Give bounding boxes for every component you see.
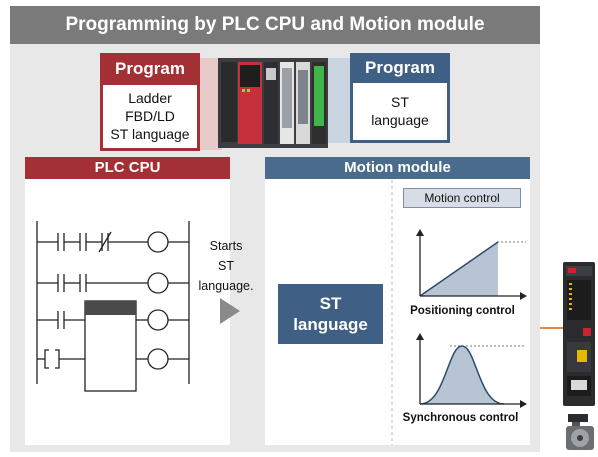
page-title: Programming by PLC CPU and Motion module (10, 6, 540, 44)
starts-line-1: Starts (209, 239, 243, 253)
right-callout-wedge (328, 58, 350, 143)
motion-language-line-2: language (371, 112, 429, 128)
st-box-line-2: language (293, 315, 368, 334)
motion-program-languages: ST language (350, 83, 450, 143)
servo-connector-line (540, 327, 566, 329)
synchronous-control-caption: Synchronous control (402, 412, 519, 424)
servo-amplifier-icon (563, 262, 595, 406)
plc-program-heading: Program (100, 53, 200, 85)
st-language-box: ST language (278, 284, 383, 344)
starts-line-3: language. (198, 279, 254, 293)
positioning-control-chart (416, 229, 527, 300)
ladder-diagram-icon (36, 221, 190, 392)
synchronous-control-chart (416, 333, 527, 408)
st-box-line-1: ST (319, 294, 342, 313)
motion-divider (391, 180, 393, 445)
plc-hardware-icon (218, 58, 328, 148)
motion-program-heading: Program (350, 53, 450, 83)
program-language-ladder: Ladder (128, 90, 172, 106)
plc-program-languages: Ladder FBD/LD ST language (100, 85, 200, 151)
motion-language-line-1: ST (391, 94, 409, 110)
motion-module-heading: Motion module (265, 157, 530, 179)
starts-st-language-note: Starts ST language. (196, 236, 256, 296)
plc-cpu-heading: PLC CPU (25, 157, 230, 179)
servo-motor-icon (566, 414, 594, 450)
motion-control-label: Motion control (403, 188, 521, 208)
positioning-control-caption: Positioning control (410, 305, 515, 317)
starts-line-2: ST (218, 259, 234, 273)
play-arrow-icon (220, 298, 240, 324)
program-language-st: ST language (110, 126, 190, 142)
program-language-fbd: FBD/LD (125, 108, 175, 124)
left-callout-wedge (200, 58, 222, 150)
